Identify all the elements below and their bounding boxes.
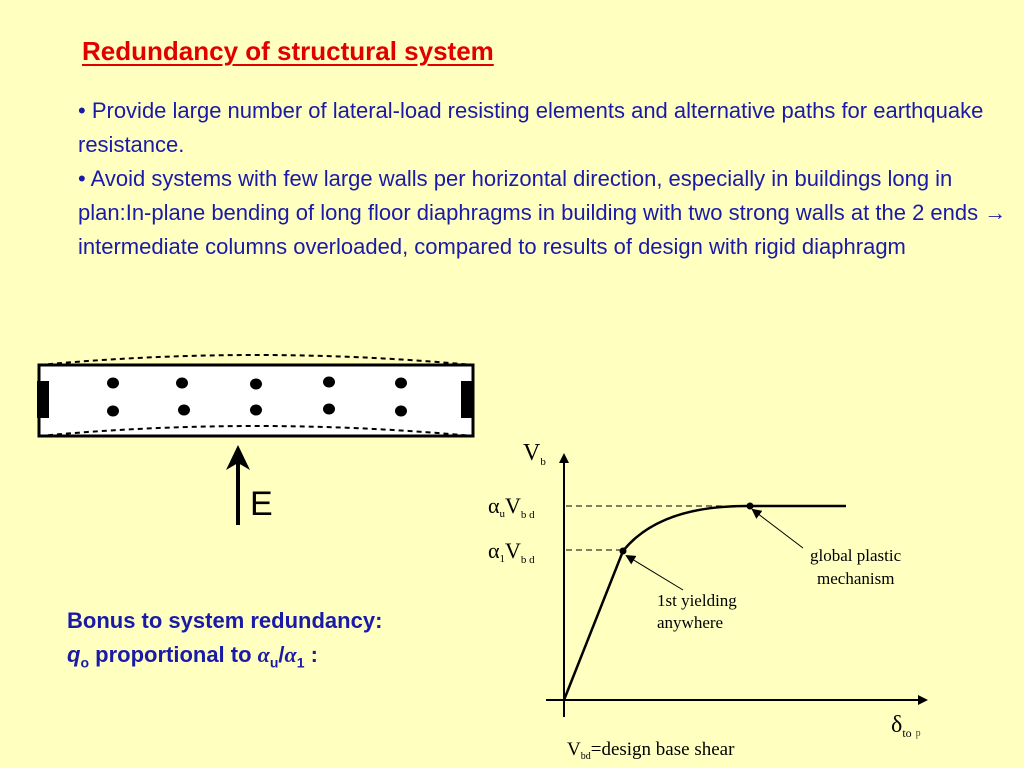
global-plastic-label-1: global plastic xyxy=(810,546,902,565)
column xyxy=(395,405,407,417)
column xyxy=(250,404,262,416)
global-plastic-label-2: mechanism xyxy=(817,569,894,588)
capacity-curve-graph: Vb αuVb d α1Vb d global plastic mechanis… xyxy=(488,440,928,762)
first-yielding-label-1: 1st yielding xyxy=(657,591,737,610)
column xyxy=(250,378,262,390)
earthquake-label: E xyxy=(250,485,273,523)
q-symbol: q xyxy=(67,642,81,667)
column xyxy=(395,377,407,389)
column xyxy=(323,403,335,415)
first-yielding-pointer xyxy=(625,554,684,591)
alpha-1-symbol: α xyxy=(284,642,297,667)
deformed-edge-bottom xyxy=(38,425,474,437)
mechanism-point xyxy=(746,502,754,510)
column xyxy=(107,405,119,417)
bullet-2: • Avoid systems with few large walls per… xyxy=(78,166,1007,259)
global-plastic-pointer xyxy=(751,508,804,549)
right-strong-wall xyxy=(461,381,473,418)
y-axis-label: Vb xyxy=(523,440,546,468)
footer-vbd-definition: Vbd=design base shear xyxy=(567,739,735,762)
first-yield-point xyxy=(619,547,627,555)
bonus-line-2: qo proportional to αu/α1 : xyxy=(67,638,382,679)
alpha-u-symbol: α xyxy=(257,642,270,667)
column xyxy=(107,377,119,389)
alpha-1-vbd-label: α1Vb d xyxy=(488,538,535,566)
proportional-text: proportional to xyxy=(89,642,258,667)
earthquake-arrow-head xyxy=(226,445,250,470)
slide-title: Redundancy of structural system xyxy=(82,36,494,66)
floor-plan-diagram: E xyxy=(37,354,475,525)
bullet-1: • Provide large number of lateral-load r… xyxy=(78,98,984,157)
column xyxy=(176,377,188,389)
trailing-colon: : xyxy=(304,642,318,667)
alpha-u-subscript: u xyxy=(269,654,279,671)
bullet-list: • Provide large number of lateral-load r… xyxy=(78,94,1018,264)
deformed-edge-top xyxy=(38,354,474,366)
intermediate-columns xyxy=(107,376,407,417)
alpha-u-vbd-label: αuVb d xyxy=(488,493,535,521)
first-yielding-label-2: anywhere xyxy=(657,613,723,632)
q-subscript: o xyxy=(80,654,90,671)
ratio-slash: / xyxy=(278,642,285,667)
left-strong-wall xyxy=(37,381,49,418)
bonus-statement: Bonus to system redundancy: qo proportio… xyxy=(67,604,382,679)
column xyxy=(178,404,190,416)
bonus-line-1: Bonus to system redundancy: xyxy=(67,608,383,633)
column xyxy=(323,376,335,388)
alpha-1-subscript: 1 xyxy=(296,654,305,671)
